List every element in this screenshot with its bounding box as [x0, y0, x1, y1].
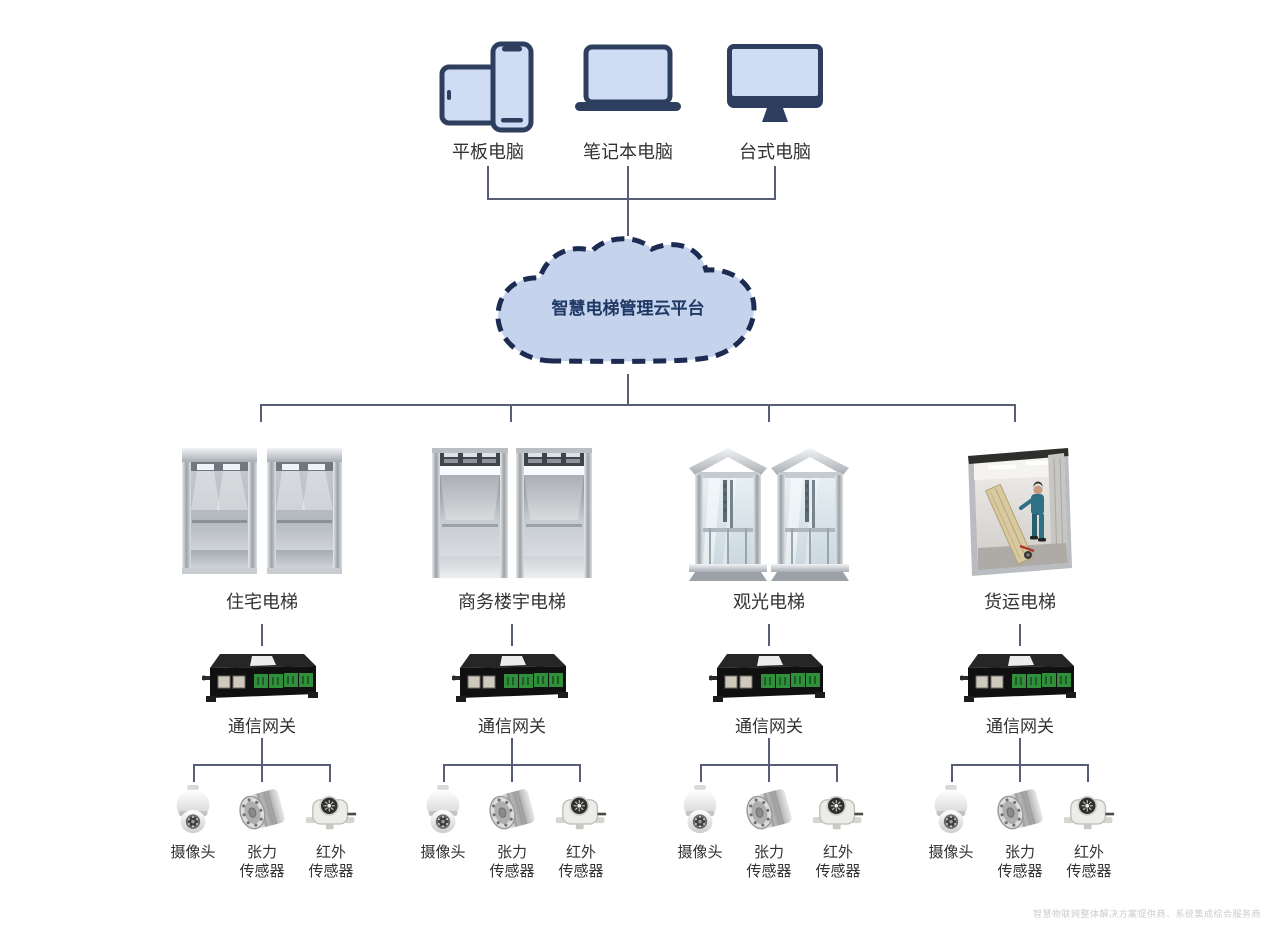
desktop-icon [725, 42, 825, 124]
connector-line [774, 166, 776, 200]
connector-line [510, 404, 512, 422]
tension-sensor-image [994, 784, 1046, 838]
cloud-platform-label: 智慧电梯管理云平台 [551, 298, 705, 318]
infrared-sensor-image [305, 784, 357, 838]
connector-line [951, 764, 953, 782]
gateway-label: 通信网关 [228, 717, 296, 736]
elevator-type-label: 观光电梯 [733, 592, 805, 612]
camera-image [167, 784, 219, 838]
cloud-shape [478, 236, 778, 376]
camera-label: 摄像头 [420, 844, 466, 861]
connector-line [768, 738, 770, 764]
connector-line [260, 404, 1016, 406]
connector-line [1087, 764, 1089, 782]
connector-line [443, 764, 445, 782]
observation-elevator-image [679, 448, 859, 582]
residential-elevator-image [172, 448, 352, 574]
connector-line [511, 624, 513, 646]
connector-line [1019, 764, 1021, 782]
camera-image [925, 784, 977, 838]
tension-sensor-label: 张力 传感器 [997, 844, 1043, 880]
connector-line [261, 764, 263, 782]
connector-line [1014, 404, 1016, 422]
tension-sensor-image [743, 784, 795, 838]
connector-line [627, 198, 629, 236]
camera-label: 摄像头 [677, 844, 723, 861]
infrared-sensor-label: 红外 传感器 [1066, 844, 1112, 880]
connector-line [1019, 738, 1021, 764]
tension-sensor-image [236, 784, 288, 838]
gateway-label: 通信网关 [478, 717, 546, 736]
connector-line [1019, 624, 1021, 646]
tension-sensor-label: 张力 传感器 [746, 844, 792, 880]
connector-line [700, 764, 702, 782]
elevator-group-freight: 货运电梯 通信网关 [928, 420, 1115, 910]
camera-label: 摄像头 [170, 844, 216, 861]
laptop-label: 笔记本电脑 [583, 142, 673, 162]
tension-sensor-label: 张力 传感器 [239, 844, 285, 880]
camera-label: 摄像头 [928, 844, 974, 861]
tablet-icon [438, 40, 538, 135]
freight-elevator-image [930, 448, 1110, 576]
infrared-sensor-label: 红外 传感器 [558, 844, 604, 880]
watermark-text: 智慧物联网整体解决方案提供商、系统集成综合服务商 [1032, 909, 1261, 919]
gateway-device-image [452, 646, 572, 710]
infrared-sensor-image [1063, 784, 1115, 838]
infrared-sensor-image [812, 784, 864, 838]
connector-line [768, 764, 770, 782]
connector-line [260, 404, 262, 422]
elevator-group-observation: 观光电梯 通信网关 [677, 420, 864, 910]
gateway-label: 通信网关 [735, 717, 803, 736]
laptop-icon [573, 44, 683, 116]
gateway-device-image [202, 646, 322, 710]
connector-line [487, 198, 776, 200]
connector-line [329, 764, 331, 782]
elevator-type-label: 住宅电梯 [226, 592, 298, 612]
connector-line [768, 404, 770, 422]
connector-line [627, 166, 629, 200]
elevator-group-residential: 住宅电梯 通信网关 [170, 420, 357, 910]
elevator-type-label: 商务楼宇电梯 [458, 592, 566, 612]
gateway-label: 通信网关 [986, 717, 1054, 736]
tension-sensor-label: 张力 传感器 [489, 844, 535, 880]
connector-line [261, 738, 263, 764]
connector-line [261, 624, 263, 646]
connector-line [193, 764, 195, 782]
elevator-group-business: 商务楼宇电梯 通信网关 [420, 420, 607, 910]
infrared-sensor-label: 红外 传感器 [308, 844, 354, 880]
connector-line [579, 764, 581, 782]
infrared-sensor-image [555, 784, 607, 838]
business-elevator-image [422, 448, 602, 578]
connector-line [768, 624, 770, 646]
gateway-device-image [960, 646, 1080, 710]
connector-line [511, 738, 513, 764]
connector-line [627, 374, 629, 406]
desktop-label: 台式电脑 [739, 142, 811, 162]
infrared-sensor-label: 红外 传感器 [815, 844, 861, 880]
connector-line [836, 764, 838, 782]
connector-line [487, 166, 489, 200]
camera-image [417, 784, 469, 838]
tension-sensor-image [486, 784, 538, 838]
camera-image [674, 784, 726, 838]
tablet-label: 平板电脑 [452, 142, 524, 162]
connector-line [511, 764, 513, 782]
gateway-device-image [709, 646, 829, 710]
elevator-type-label: 货运电梯 [984, 592, 1056, 612]
